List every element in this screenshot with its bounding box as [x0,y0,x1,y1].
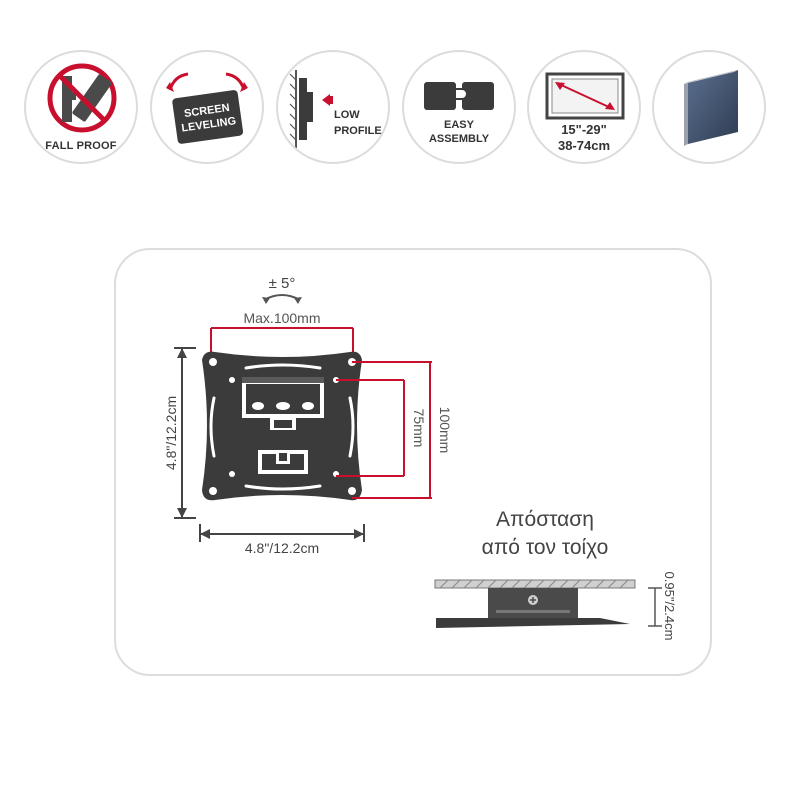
vesa-100-label: 100mm [437,407,453,454]
distance-dimension [648,587,662,627]
distance-label: 0.95"/2.4cm [662,572,677,641]
distance-caption: Απόσταση από τον τοίχο [440,506,650,562]
low-text: LOW [334,109,360,121]
rotate-arrows-icon: SCREEN LEVELING [166,72,248,144]
tilt-label: ± 5° [269,275,296,292]
vesa-100-dimension [352,361,432,499]
fall-proof-label: FALL PROOF [45,140,117,152]
screen-leveling-badge: SCREEN LEVELING [150,50,264,164]
profile-text: PROFILE [334,125,382,137]
puzzle-icon: EASY ASSEMBLY [424,82,494,145]
height-dimension [174,347,196,519]
assembly-text: ASSEMBLY [429,133,490,145]
fall-proof-badge: FALL PROOF [24,50,138,164]
max-width-dimension [210,327,354,356]
screen-size-badge: 15"-29" 38-74cm [527,50,641,164]
width-label: 4.8"/12.2cm [245,540,319,556]
easy-assembly-badge: EASY ASSEMBLY [402,50,516,164]
width-dimension [199,524,365,542]
vesa-75-dimension [336,379,405,477]
vesa-75-label: 75mm [411,409,427,448]
screen-size-cm: 38-74cm [558,138,610,153]
distance-caption-line2: από τον τοίχο [481,536,609,559]
screen-size-inch: 15"-29" [561,122,607,137]
height-label: 4.8"/12.2cm [163,396,179,470]
no-fall-icon [47,63,117,133]
distance-caption-line1: Απόσταση [496,508,594,531]
wall-panel-badge [652,50,766,164]
wall-profile-icon: LOW PROFILE [289,70,382,148]
side-view [434,579,636,628]
tilt-arrow [263,294,301,301]
low-profile-badge: LOW PROFILE [276,50,390,164]
wall-panel-icon [684,70,738,146]
max-width-label: Max.100mm [243,310,320,326]
screen-size-icon: 15"-29" 38-74cm [545,72,625,153]
easy-text: EASY [444,119,475,131]
